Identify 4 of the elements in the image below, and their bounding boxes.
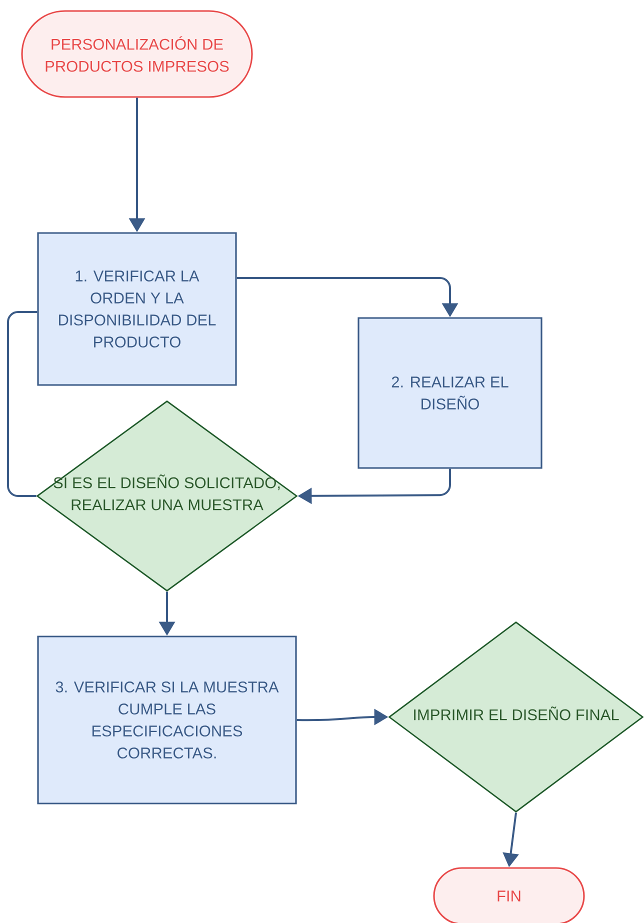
- process-box: 1. VERIFICAR LA ORDEN Y LA DISPONIBILIDAD DEL PRODUCTO: [37, 232, 237, 386]
- connector-line: [7, 311, 38, 497]
- process-box: 2. REALIZAR EL DISEÑO: [358, 317, 542, 469]
- process-box: 3. VERIFICAR SI LA MUESTRA CUMPLE LAS ESPECIFICACIONES CORRECTAS.: [37, 636, 297, 804]
